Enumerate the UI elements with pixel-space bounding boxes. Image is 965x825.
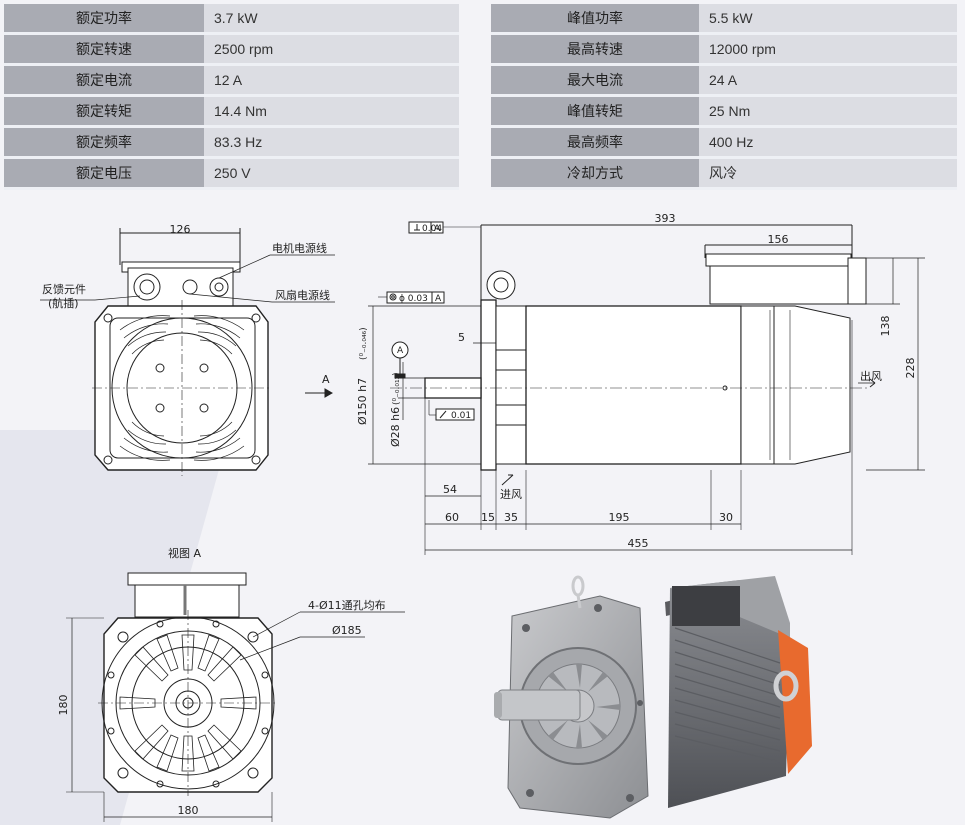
dim-15: 15	[481, 511, 495, 524]
spec-label: 额定转矩	[4, 95, 204, 128]
shaft-diameter: Ø28 h6	[389, 407, 402, 447]
dim-393: 393	[655, 212, 676, 225]
spec-label: 峰值功率	[491, 4, 699, 35]
view-arrow-label: A	[322, 373, 330, 386]
air-out-label: 出风	[860, 369, 882, 383]
spec-label: 最高转速	[491, 33, 699, 66]
spec-label: 额定转速	[4, 33, 204, 66]
holes-label: 4-Ø11通孔均布	[308, 599, 386, 612]
dim-195: 195	[609, 511, 630, 524]
feedback-sub-label: (航插)	[48, 296, 79, 310]
spec-value: 2500 rpm	[204, 33, 459, 66]
spec-label: 额定频率	[4, 126, 204, 159]
dim-60: 60	[445, 511, 459, 524]
feedback-label: 反馈元件	[42, 283, 86, 296]
spec-value: 风冷	[699, 157, 957, 190]
runout-tolerance: 0.01	[451, 411, 471, 421]
view-a-width: 180	[178, 804, 199, 817]
dim-54: 54	[443, 483, 457, 496]
spec-value: 3.7 kW	[204, 4, 459, 35]
datum-label-top: A	[434, 224, 441, 234]
dim-455: 455	[628, 537, 649, 550]
front-view	[40, 228, 335, 476]
dim-228: 228	[904, 358, 917, 379]
dim-front-width: 126	[170, 223, 191, 236]
view-a	[66, 572, 405, 822]
spec-value: 83.3 Hz	[204, 126, 459, 159]
spec-label: 冷却方式	[491, 157, 699, 190]
spec-value: 14.4 Nm	[204, 95, 459, 128]
pcd-label: Ø185	[332, 624, 362, 637]
dim-5: 5	[458, 331, 465, 344]
dim-30: 30	[719, 511, 733, 524]
side-view	[305, 221, 925, 555]
dim-156: 156	[768, 233, 789, 246]
spec-value: 400 Hz	[699, 126, 957, 159]
view-a-title: 视图 A	[168, 546, 201, 560]
spec-value: 12 A	[204, 64, 459, 97]
spigot-diameter: Ø150 h7	[356, 378, 369, 425]
spec-label: 额定电流	[4, 64, 204, 97]
motor-power-cable-label: 电机电源线	[272, 241, 327, 255]
fan-power-cable-label: 风扇电源线	[275, 288, 330, 302]
spec-label: 最高频率	[491, 126, 699, 159]
spec-value: 250 V	[204, 157, 459, 190]
spec-value: 24 A	[699, 64, 957, 97]
datum-label-mid: A	[435, 294, 442, 304]
concentric-tolerance: ϕ 0.03	[399, 294, 428, 304]
spec-value: 5.5 kW	[699, 4, 957, 35]
flatness-tolerance: 0.04	[422, 224, 442, 234]
spec-row: 冷却方式风冷	[491, 157, 957, 190]
shaft-tolerance: (⁰₋₀.₀₁₃)	[392, 372, 402, 405]
datum-marker: A	[397, 346, 404, 356]
dim-35: 35	[504, 511, 518, 524]
spec-label: 额定电压	[4, 157, 204, 190]
air-in-label: 进风	[500, 488, 522, 501]
view-a-height: 180	[57, 695, 70, 716]
dim-138: 138	[879, 316, 892, 337]
spec-label: 额定功率	[4, 4, 204, 35]
spec-label: 最大电流	[491, 64, 699, 97]
spigot-tolerance: (⁰₋₀.₀₄₆)	[359, 327, 369, 360]
motor-product-image	[494, 575, 812, 819]
spec-value: 12000 rpm	[699, 33, 957, 66]
spec-label: 峰值转矩	[491, 95, 699, 128]
spec-value: 25 Nm	[699, 95, 957, 128]
